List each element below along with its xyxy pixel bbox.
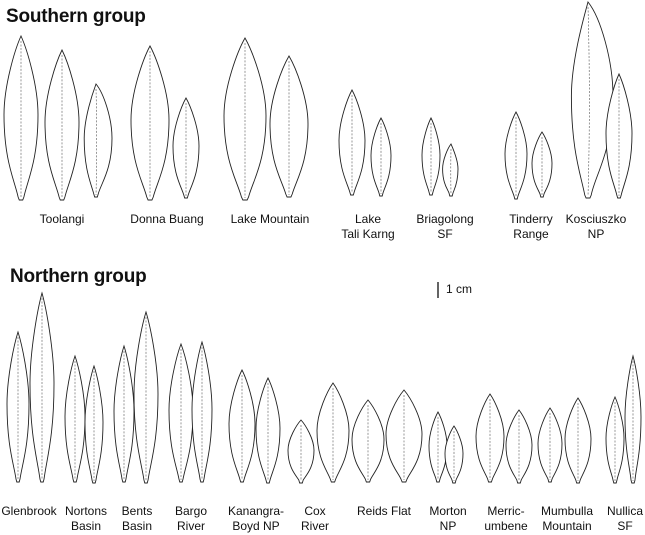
leaf-silhouettes <box>3 1 642 484</box>
leaf-south-5-2 <box>442 143 459 197</box>
leaf-north-11-2 <box>624 354 642 484</box>
leaf-north-10-2 <box>564 397 592 484</box>
leaf-north-1-1 <box>6 330 30 483</box>
leaf-south-1-2 <box>44 48 80 201</box>
south-site-label-2: Donna Buang <box>130 212 204 226</box>
leaf-north-5-2 <box>255 376 281 484</box>
southern-group-title: Southern group <box>6 6 146 27</box>
leaf-north-10-1 <box>537 407 563 483</box>
north-site-label-5: Kanangra-Boyd NP <box>227 504 285 533</box>
leaf-north-4-1 <box>168 342 194 483</box>
north-site-label-1: Glenbrook <box>1 504 57 518</box>
leaf-south-6-1 <box>504 111 528 200</box>
leaf-north-4-2 <box>191 340 213 483</box>
leaf-south-1-1 <box>3 34 39 201</box>
northern-group-title: Northern group <box>10 266 147 287</box>
north-site-label-9: Merric-umbene <box>484 504 528 533</box>
scale-bar-label: 1 cm <box>446 282 473 296</box>
leaf-north-5-1 <box>228 369 256 483</box>
leaf-south-5-1 <box>421 117 441 196</box>
north-site-label-7: Reids Flat <box>356 504 412 518</box>
leaf-north-6-1 <box>287 419 315 484</box>
south-site-label-1: Toolangi <box>39 212 85 226</box>
leaf-south-2-1 <box>130 45 170 201</box>
leaf-south-6-2 <box>531 131 553 198</box>
leaf-south-2-2 <box>172 97 200 199</box>
leaf-south-1-3 <box>83 83 113 198</box>
leaf-south-3-2 <box>269 55 309 198</box>
south-site-label-3: Lake Mountain <box>230 212 310 226</box>
leaf-south-7-1 <box>570 1 614 199</box>
leaf-north-9-1 <box>475 393 505 483</box>
leaf-north-8-2 <box>444 425 464 484</box>
leaf-north-6-2 <box>316 382 350 483</box>
leaf-north-2-2 <box>84 364 104 484</box>
leaf-south-7-2 <box>605 72 633 199</box>
leaf-north-7-1 <box>351 399 385 483</box>
leaf-north-1-2 <box>29 291 55 483</box>
leaf-north-2-1 <box>64 354 86 483</box>
leaf-north-9-2 <box>505 409 533 484</box>
leaf-north-3-2 <box>133 310 159 484</box>
leaf-south-4-2 <box>370 117 392 197</box>
leaf-north-7-2 <box>385 389 423 483</box>
leaf-south-3-1 <box>223 37 267 201</box>
leaf-north-3-1 <box>113 344 135 483</box>
leaf-north-8-1 <box>428 411 448 483</box>
leaf-north-11-1 <box>605 395 625 484</box>
leaf-south-4-1 <box>338 89 366 196</box>
